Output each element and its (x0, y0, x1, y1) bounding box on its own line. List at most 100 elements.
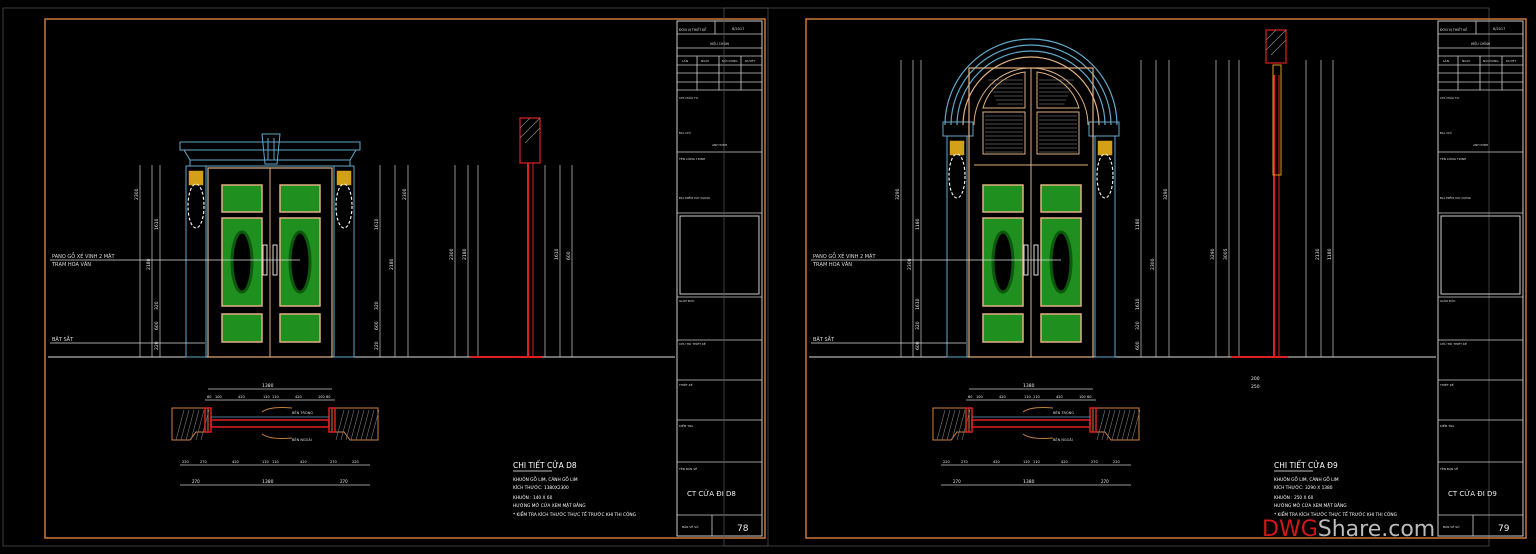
plan-hatch (956, 409, 966, 441)
note-line: HƯỚNG MỞ CỬA XEM MẶT BẰNG (513, 501, 586, 509)
plan-dim-label: 270 (340, 479, 348, 484)
plan-dim-label: 100 (976, 395, 983, 399)
tb-drawing-name-label: TÊN BẢN VẼ (1439, 466, 1458, 471)
plan-label-inside: BÊN TRONG (1053, 410, 1074, 415)
tb-rev-col: NGÀY (1462, 58, 1470, 63)
plan-hatch (1101, 409, 1111, 441)
plan-dim-label: 60 (207, 395, 211, 399)
dimension-label: 220 (154, 341, 160, 350)
tb-project: TÊN CÔNG TRÌNH (678, 156, 705, 161)
dimension-label: 1180 (915, 218, 921, 230)
plan-dim-label: 270 (953, 479, 961, 484)
watermark-share: Share.com (1318, 517, 1435, 542)
tb-designer: THIẾT KẾ (1439, 381, 1454, 387)
carved-bracket (948, 153, 966, 199)
tb-lead: CHỦ TRÌ THIẾT KẾ (1440, 340, 1467, 346)
plan-dim-label: 220 (1113, 460, 1120, 464)
tb-rev-col: LẦN (1443, 58, 1449, 63)
plan-label-inside: BÊN TRONG (292, 410, 313, 415)
plan-hatch (1111, 409, 1121, 441)
sheet-outer-border (2, 7, 769, 547)
section-width-label: 250 (1251, 384, 1260, 390)
plan-hatch (360, 409, 370, 441)
dimension-label: 220 (374, 341, 380, 350)
dimension-label: 2300 (1150, 258, 1156, 270)
tb-date: 8/2017 (732, 27, 744, 31)
plan-dim-label: 270 (330, 460, 337, 464)
tb-address: ĐỊA CHỈ (679, 130, 691, 135)
plan-dim-label: 220 (182, 460, 189, 464)
tb-owner: CHỦ ĐẦU TƯ (679, 95, 699, 100)
plan-dim-label: 110 (1033, 395, 1040, 399)
plan-dim-label: 420 (300, 460, 307, 464)
label-hinge: BẬT SẮT (52, 335, 74, 343)
plan-dim-label: 100 (318, 395, 325, 399)
section-dimension-label: 3290 (1210, 248, 1216, 260)
plan-hatch (365, 409, 375, 441)
arch-ring (962, 56, 1100, 126)
section-hatch (519, 117, 541, 144)
dimension-label: 600 (154, 321, 160, 330)
note-line: KÍCH THƯỚC: 3290 X 1380 (1274, 484, 1333, 491)
tb-rev-col: DUYỆT (745, 58, 755, 63)
tb-date: 8/2017 (1493, 27, 1505, 31)
tb-project: TÊN CÔNG TRÌNH (1439, 156, 1466, 161)
keystone (261, 133, 281, 165)
tb-owner-name: ANH ĐÌNH (712, 142, 727, 147)
carved-panel-top (1040, 184, 1082, 213)
section-dimension-label: 2300 (449, 248, 455, 260)
tb-drawing-name: CT CỬA ĐI D8 (687, 489, 736, 498)
dimension-label: 600 (915, 341, 921, 350)
plan-dim-label: 270 (192, 479, 200, 484)
sheet-border (805, 18, 1527, 539)
title-block-frame (1437, 20, 1524, 537)
note-line: KHUÔN GỖ LIM, CÁNH GỖ LIM (1274, 475, 1339, 483)
dimension-label: 2180 (389, 258, 395, 270)
plan-dim-label: 220 (352, 460, 359, 464)
carved-bracket (1096, 153, 1114, 199)
section-dimension-label: 2180 (462, 248, 468, 260)
plan-hatch (185, 409, 195, 441)
label-hinge: BẬT SẮT (813, 335, 835, 343)
plan-hatch (355, 409, 365, 441)
tb-rev-col: DUYỆT (1506, 58, 1516, 63)
dimension-label: 320 (915, 321, 921, 330)
section-width-label: 200 (1251, 376, 1260, 382)
section-dimension-label: 600 (566, 251, 572, 260)
dimension-label: 2300 (134, 188, 140, 200)
label-carving: TRẠM HOA VĂN (51, 261, 91, 268)
tb-address: ĐỊA CHỈ (1440, 130, 1452, 135)
watermark-text: DWGShare.com (1262, 517, 1435, 542)
plan-hatch (1116, 409, 1126, 441)
section-dimension-label: 2130 (1315, 248, 1321, 260)
label-panel: PANO GỖ XẺ VINH 2 MẶT (813, 252, 876, 260)
plan-dim-label: 270 (200, 460, 207, 464)
tb-checker: KIỂM TRA (1440, 423, 1455, 428)
dimension-label: 600 (374, 321, 380, 330)
tb-director: GIÁM ĐỐC (679, 298, 695, 303)
plan-hatch (951, 409, 961, 441)
plan-dim-label: 110 (1033, 460, 1040, 464)
note-line: KHUÔN : 140 X 60 (513, 494, 553, 501)
sheet-outer-border (723, 7, 1490, 547)
dimension-label: 1610 (154, 218, 160, 230)
plan-dim-label: 110 (272, 395, 279, 399)
note-line: * KIỂM TRA KÍCH THƯỚC THỰC TẾ TRƯỚC KHI … (1274, 510, 1397, 518)
plan-dim-label: 220 (943, 460, 950, 464)
carved-panel-top (279, 184, 321, 213)
tb-sheet-no-label: BẢN VẼ SỐ (682, 524, 699, 529)
note-line: * KIỂM TRA KÍCH THƯỚC THỰC TẾ TRƯỚC KHI … (513, 510, 636, 518)
tb-logo-box (679, 215, 760, 295)
plan-dim-label: 1380 (1023, 479, 1035, 485)
tb-revision: HIỆU CHỈNH (1471, 41, 1491, 46)
cornice-base (189, 159, 351, 167)
arch-ring (944, 38, 1118, 126)
column-right (1094, 135, 1116, 358)
tb-lead: CHỦ TRÌ THIẾT KẾ (679, 340, 706, 346)
watermark: DWGShare.com (1262, 517, 1435, 542)
